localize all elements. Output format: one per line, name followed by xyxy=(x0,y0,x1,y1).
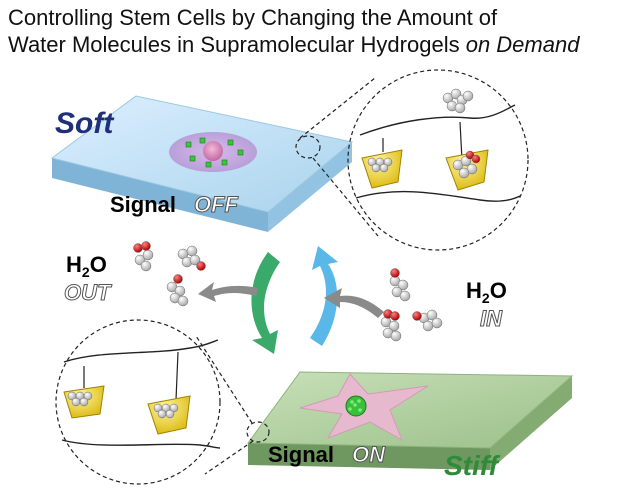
soft-cell-nucleus xyxy=(203,141,223,161)
signal-particles-stiff xyxy=(348,399,362,412)
zoom-bubble-soft xyxy=(295,69,529,251)
h2o-in-direction: IN xyxy=(480,306,503,331)
title-line-2: Water Molecules in Supramolecular Hydrog… xyxy=(8,32,579,58)
h2o-out-h: H xyxy=(66,252,82,277)
h2o-out-label: H2O OUT xyxy=(64,252,113,306)
label-soft: Soft xyxy=(55,107,115,140)
signal-on-label: Signal ON xyxy=(268,442,387,468)
h2o-out-o: O xyxy=(90,252,107,277)
signal-particles-soft xyxy=(185,137,244,168)
arrow-down-soft-to-stiff xyxy=(251,252,280,354)
h2o-in-label: H2O IN xyxy=(466,278,507,332)
h2o-out-direction: OUT xyxy=(64,280,112,305)
stiff-hydrogel-slab xyxy=(247,371,574,470)
h2o-in-sub: 2 xyxy=(482,290,490,306)
guest-molecule-clusters xyxy=(67,88,481,419)
title-line-2-main: Water Molecules in Supramolecular Hydrog… xyxy=(8,32,466,57)
signal-on-word: Signal xyxy=(268,442,334,467)
title-line-2-italic: on Demand xyxy=(465,32,580,57)
arrow-water-out xyxy=(198,282,258,302)
signal-on-state: ON xyxy=(352,442,386,467)
label-stiff: Stiff xyxy=(444,450,501,481)
signal-off-label: Signal OFF xyxy=(110,192,239,218)
svg-text:H2O: H2O xyxy=(466,278,507,306)
arrow-water-in xyxy=(324,288,384,318)
soft-hydrogel-slab xyxy=(50,95,354,232)
svg-text:H2O: H2O xyxy=(66,252,107,280)
water-flow-arrows xyxy=(198,282,384,318)
h2o-in-h: H xyxy=(466,278,482,303)
signal-off-word: Signal xyxy=(110,192,176,217)
arrow-up-stiff-to-soft xyxy=(310,246,338,346)
title-line-1: Controlling Stem Cells by Changing the A… xyxy=(8,5,498,30)
h2o-out-sub: 2 xyxy=(82,264,90,280)
h2o-in-o: O xyxy=(490,278,507,303)
signal-off-state: OFF xyxy=(194,192,239,217)
cycle-arrows xyxy=(251,246,338,354)
zoom-bubble-stiff xyxy=(55,319,270,485)
